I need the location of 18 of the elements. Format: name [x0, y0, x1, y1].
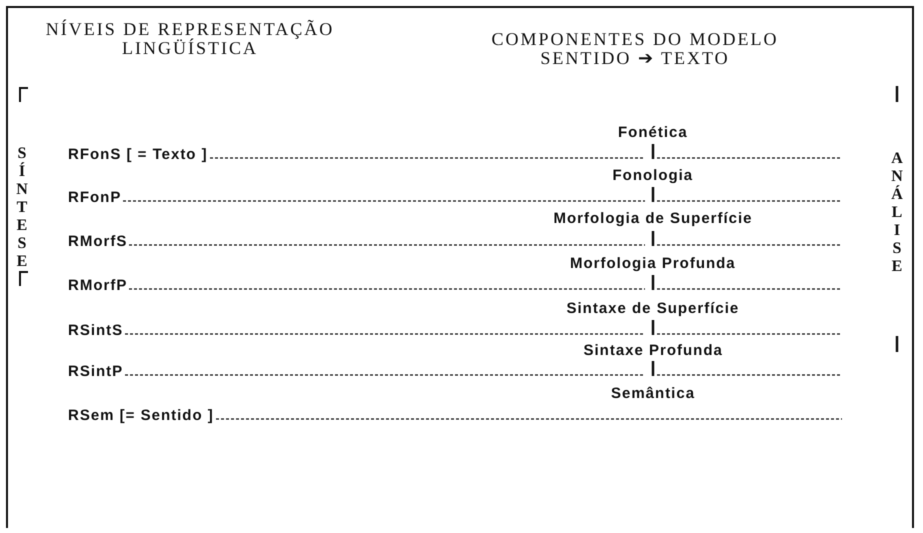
level-label: RSintP — [68, 363, 124, 380]
component-label: Morfologia Profunda — [570, 255, 736, 272]
level-label: RFonP — [68, 189, 122, 206]
level-label: RMorfP — [68, 277, 128, 294]
component-label: Fonética — [618, 124, 688, 141]
level-label: RMorfS — [68, 233, 128, 250]
vertical-label: ANÁLISE — [890, 150, 904, 276]
level-label: RSintS — [68, 322, 124, 339]
column-heading: NÍVEIS DE REPRESENTAÇÃO LINGÜÍSTICA — [44, 20, 336, 58]
component-label: Fonologia — [612, 167, 694, 184]
component-label: Sintaxe Profunda — [584, 342, 723, 359]
component-label: Semântica — [611, 385, 696, 402]
component-label: Sintaxe de Superfície — [566, 300, 740, 317]
level-label: RSem [= Sentido ] — [68, 407, 214, 424]
component-label: Morfologia de Superfície — [554, 210, 753, 227]
vertical-label: SÍNTESE — [15, 145, 29, 271]
level-label: RFonS [ = Texto ] — [68, 146, 208, 163]
column-heading: COMPONENTES DO MODELO SENTIDO ➔ TEXTO — [490, 30, 780, 68]
